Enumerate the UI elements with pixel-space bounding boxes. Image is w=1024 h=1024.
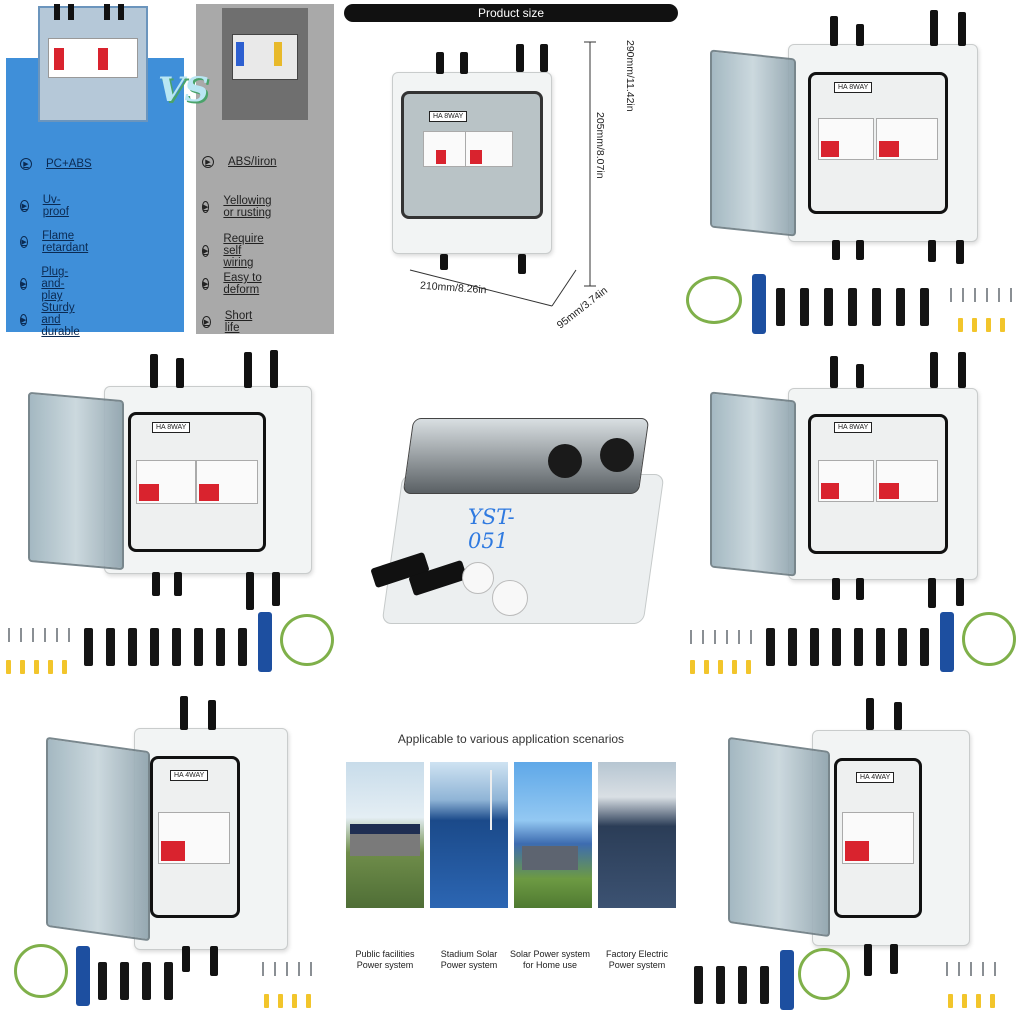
feature-right-4: ▶Easy to deform xyxy=(202,272,262,296)
feature-right-3: ▶Require self wiring xyxy=(202,233,264,269)
ground-wire xyxy=(798,948,850,1000)
vs-logo: VS xyxy=(158,70,209,110)
arrow-circle-icon: ▶ xyxy=(202,316,211,328)
product-label: HA 8WAY xyxy=(152,422,191,433)
open-door xyxy=(728,736,830,938)
arrow-circle-icon: ▶ xyxy=(20,158,32,170)
feature-left-3: ▶Flame retardant xyxy=(20,230,89,254)
open-door xyxy=(46,736,150,942)
dimension-height-total: 290mm/11.42in xyxy=(624,40,636,112)
spanner-wrench xyxy=(76,946,90,1006)
product-label: HA 8WAY xyxy=(429,111,468,122)
feature-left-5: ▶Sturdy and durable xyxy=(20,302,80,338)
feature-right-1: ▶ABS/Iiron xyxy=(202,156,277,168)
arrow-circle-icon: ▶ xyxy=(20,278,28,290)
product-label: HA 4WAY xyxy=(170,770,209,781)
open-door xyxy=(28,391,124,571)
product-label: HA 8WAY xyxy=(834,422,873,433)
dimension-lines xyxy=(409,41,596,307)
product-size-title: Product size xyxy=(344,4,678,22)
product-box-drawing: HA 8WAY xyxy=(392,72,552,254)
open-door xyxy=(710,49,796,237)
arrow-circle-icon: ▶ xyxy=(20,314,28,326)
feature-right-2: ▶Yellowing or rusting xyxy=(202,195,272,219)
open-door xyxy=(710,391,796,577)
feature-right-5: ▶Short life xyxy=(202,310,253,334)
new-product-photo xyxy=(38,4,148,122)
product-label: HA 4WAY xyxy=(856,772,895,783)
ground-wire xyxy=(962,612,1016,666)
spanner-wrench xyxy=(752,274,766,334)
app-photo-factory xyxy=(598,762,676,908)
app-photo-public-facilities xyxy=(346,762,424,908)
arrow-circle-icon: ▶ xyxy=(202,156,214,168)
feature-left-1: ▶PC+ABS xyxy=(20,158,92,170)
arrow-circle-icon: ▶ xyxy=(202,245,210,257)
spanner-wrench xyxy=(258,612,272,672)
ground-wire xyxy=(280,614,334,666)
app-photo-stadium-solar xyxy=(430,762,508,908)
arrow-circle-icon: ▶ xyxy=(20,236,29,248)
ground-wire xyxy=(14,944,68,998)
ground-wire xyxy=(686,276,742,324)
spanner-wrench xyxy=(780,950,794,1010)
spanner-wrench xyxy=(940,612,954,672)
arrow-circle-icon: ▶ xyxy=(202,278,210,290)
product-label: HA 8WAY xyxy=(834,82,873,93)
feature-left-2: ▶Uv-proof xyxy=(20,194,69,218)
arrow-circle-icon: ▶ xyxy=(20,200,29,212)
arrow-circle-icon: ▶ xyxy=(202,201,210,213)
dimension-height-panel: 205mm/8.07in xyxy=(594,112,606,179)
applications-title: Applicable to various application scenar… xyxy=(397,732,625,746)
model-number: YST-051 xyxy=(468,505,515,553)
app-photo-home-solar xyxy=(514,762,592,908)
feature-left-4: ▶Plug-and-play xyxy=(20,266,69,302)
old-product-photo xyxy=(222,8,308,120)
